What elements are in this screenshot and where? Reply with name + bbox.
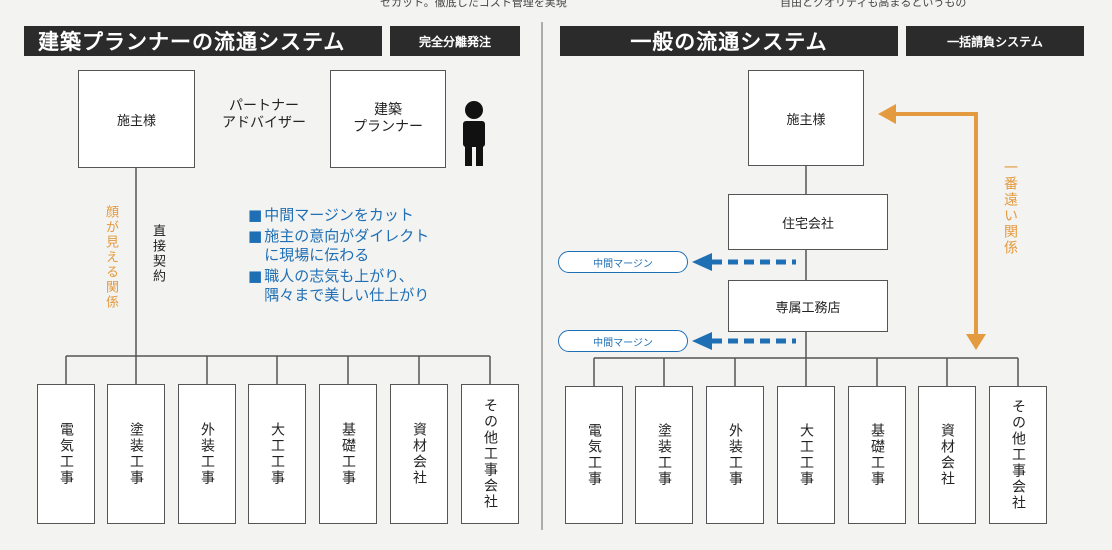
trade-label: 大工工事 — [269, 422, 285, 486]
direct-contract-label: 直接契約 — [150, 224, 165, 284]
trade-box: 大工工事 — [777, 386, 835, 524]
right-header-title: 一般の流通システム — [560, 26, 898, 56]
benefit-item: ■職人の志気も上がり、 隅々まで美しい仕上がり — [248, 267, 430, 304]
right-header: 一般の流通システム 一括請負システム — [560, 26, 1084, 56]
top-note-right: 自由とクオリティも高まるというもの — [780, 0, 967, 9]
margin-pill: 中間マージン — [558, 251, 688, 273]
top-note-left: セカット。徹底したコスト管理を実現 — [380, 0, 567, 9]
distance-relation-label: 一番遠い関係 — [1002, 160, 1018, 256]
trade-label: 外装工事 — [199, 422, 215, 486]
trade-label: 電気工事 — [58, 422, 74, 486]
trade-box: その他工事会社 — [461, 384, 519, 524]
benefit-text: 中間マージンをカット — [264, 206, 414, 224]
right-owner-box: 施主様 — [748, 70, 864, 166]
trade-box: 外装工事 — [706, 386, 764, 524]
trade-box: 基礎工事 — [319, 384, 377, 524]
trade-box: 塗装工事 — [107, 384, 165, 524]
trade-box: 基礎工事 — [848, 386, 906, 524]
benefit-item: ■施主の意向がダイレクト に現場に伝わる — [248, 227, 430, 264]
partner-advisor-label: パートナー アドバイザー — [222, 98, 306, 131]
person-icon — [458, 100, 490, 166]
right-header-subtitle: 一括請負システム — [904, 26, 1084, 56]
trade-box: 塗装工事 — [635, 386, 693, 524]
trade-box: 大工工事 — [248, 384, 306, 524]
benefit-list: ■中間マージンをカット ■施主の意向がダイレクト に現場に伝わる ■職人の志気も… — [248, 206, 508, 305]
house-company-box: 住宅会社 — [728, 194, 888, 250]
margin-pill: 中間マージン — [558, 330, 688, 352]
benefit-item: ■中間マージンをカット — [248, 206, 414, 224]
face-relation-label: 顔が見える関係 — [103, 205, 118, 310]
contractor-box: 専属工務店 — [728, 280, 888, 332]
trade-label: 外装工事 — [727, 423, 743, 487]
trade-label: その他工事会社 — [1010, 399, 1026, 511]
trade-box: 電気工事 — [565, 386, 623, 524]
trade-label: 資材会社 — [411, 422, 427, 486]
benefit-text: 職人の志気も上がり、 隅々まで美しい仕上がり — [264, 267, 430, 304]
trade-label: 基礎工事 — [340, 422, 356, 486]
planner-box: 建築 プランナー — [330, 70, 446, 168]
left-header-subtitle: 完全分離発注 — [388, 26, 520, 56]
trade-box: 電気工事 — [37, 384, 95, 524]
trade-box: 資材会社 — [918, 386, 976, 524]
left-header: 建築プランナーの流通システム 完全分離発注 — [24, 26, 520, 56]
trade-box: その他工事会社 — [989, 386, 1047, 524]
trade-label: 塗装工事 — [128, 422, 144, 486]
left-owner-box: 施主様 — [78, 70, 195, 168]
left-header-title: 建築プランナーの流通システム — [24, 26, 382, 56]
trade-label: 塗装工事 — [656, 423, 672, 487]
trade-box: 外装工事 — [178, 384, 236, 524]
trade-label: 大工工事 — [798, 423, 814, 487]
trade-box: 資材会社 — [390, 384, 448, 524]
trade-label: 基礎工事 — [869, 423, 885, 487]
benefit-text: 施主の意向がダイレクト に現場に伝わる — [264, 227, 430, 264]
trade-label: 資材会社 — [939, 423, 955, 487]
trade-label: その他工事会社 — [482, 398, 498, 510]
trade-label: 電気工事 — [586, 423, 602, 487]
